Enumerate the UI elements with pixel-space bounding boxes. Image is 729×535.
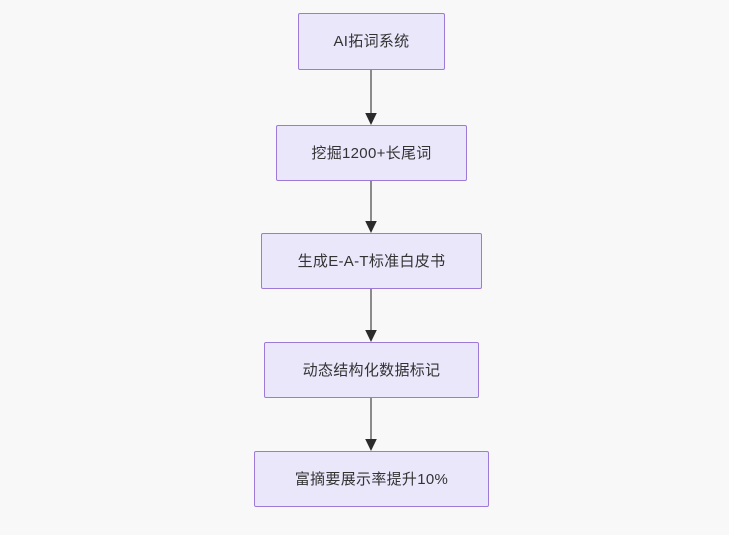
flow-node-dynamic-structured-data-markup[interactable]: 动态结构化数据标记 <box>264 342 479 398</box>
edge-node1-to-node2 <box>363 70 379 130</box>
edge-node4-to-node5 <box>363 398 379 458</box>
edge-node2-to-node3 <box>363 181 379 241</box>
flow-node-label: AI拓词系统 <box>333 33 410 50</box>
edge-node3-to-node4 <box>363 289 379 349</box>
flow-node-label: 挖掘1200+长尾词 <box>311 144 432 162</box>
arrow-connector-icon <box>365 398 377 451</box>
flow-node-label: 富摘要展示率提升10% <box>294 470 449 488</box>
flow-node-label: 生成E-A-T标准白皮书 <box>297 252 446 270</box>
flow-node-rich-snippet-impression-lift[interactable]: 富摘要展示率提升10% <box>254 451 489 507</box>
arrow-connector-icon <box>365 70 377 125</box>
flow-node-mine-longtail-keywords[interactable]: 挖掘1200+长尾词 <box>276 125 467 181</box>
arrow-connector-icon <box>365 289 377 342</box>
flow-node-generate-eat-whitepaper[interactable]: 生成E-A-T标准白皮书 <box>261 233 482 289</box>
arrow-connector-icon <box>365 181 377 233</box>
flow-node-ai-keyword-system[interactable]: AI拓词系统 <box>298 13 445 70</box>
flow-node-label: 动态结构化数据标记 <box>302 361 441 379</box>
